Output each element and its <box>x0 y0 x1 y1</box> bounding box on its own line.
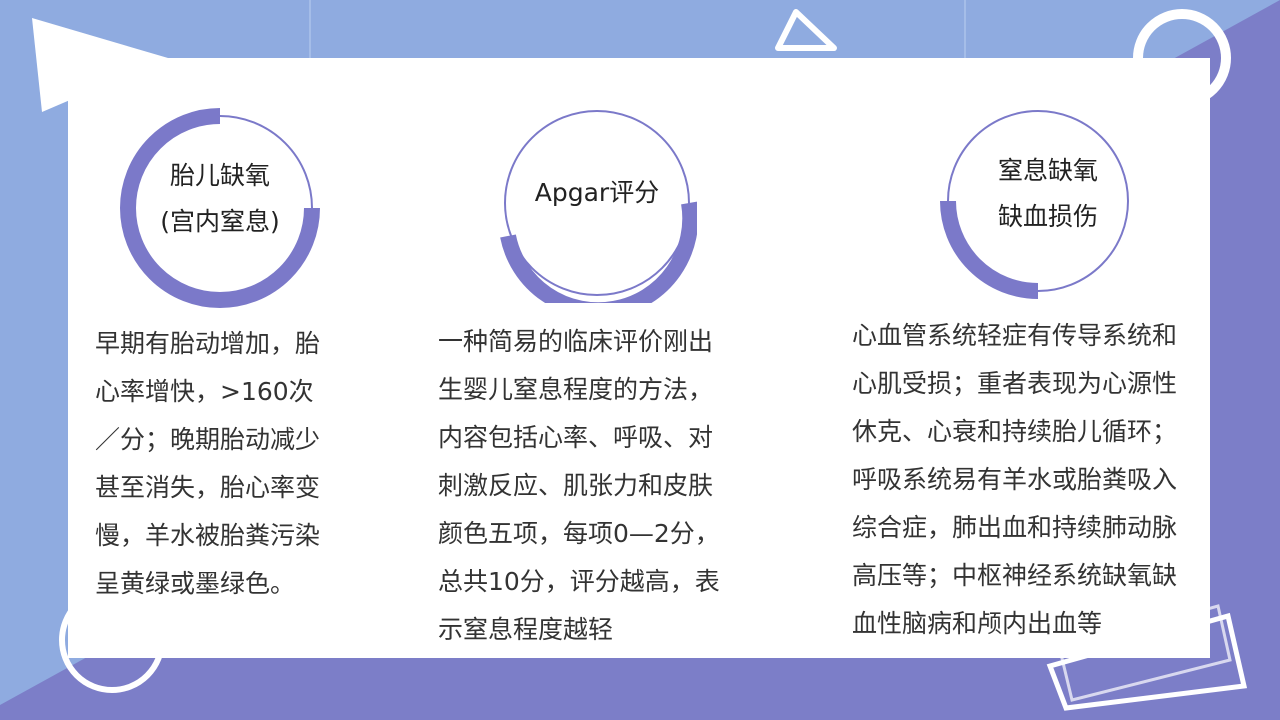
text-line: 呼吸系统易有羊水或胎粪吸入 <box>852 465 1178 494</box>
text-line: 甚至消失，胎心率变 <box>95 473 321 502</box>
triangle-outline-decoration <box>775 9 837 51</box>
ring-chart-1 <box>120 108 320 308</box>
column-1-description: 早期有胎动增加，胎 心率增快，>160次 ／分；晚期胎动减少 甚至消失，胎心率变… <box>95 320 365 608</box>
text-line: 一种简易的临床评价刚出 <box>438 327 714 356</box>
text-line: 心肌受损；重者表现为心源性 <box>852 369 1178 398</box>
text-line: 心血管系统轻症有传导系统和 <box>852 321 1178 350</box>
ring-chart-3 <box>940 110 1129 299</box>
ring-arc <box>500 201 697 303</box>
text-line: 总共10分，评分越高，表 <box>438 567 720 596</box>
ring-title-line: Apgar评分 <box>534 178 660 207</box>
ring-title-1: 胎儿缺氧 (宫内窒息) <box>130 153 310 245</box>
text-line: 早期有胎动增加，胎 <box>95 329 321 358</box>
ring-title-line: (宫内窒息) <box>160 207 280 236</box>
content-card <box>68 58 1210 658</box>
text-line: ／分；晚期胎动减少 <box>95 425 321 454</box>
ring-title-3: 窒息缺氧 缺血损伤 <box>958 148 1138 240</box>
text-line: 颜色五项，每项0—2分， <box>438 519 720 548</box>
text-line: 示窒息程度越轻 <box>438 615 614 644</box>
text-line: 内容包括心率、呼吸、对 <box>438 423 714 452</box>
ring-title-line: 胎儿缺氧 <box>169 161 270 190</box>
ring-chart-2 <box>500 110 697 303</box>
text-line: 呈黄绿或墨绿色。 <box>95 569 296 598</box>
column-3-description: 心血管系统轻症有传导系统和 心肌受损；重者表现为心源性 休克、心衰和持续胎儿循环… <box>852 312 1212 648</box>
ring-title-2: Apgar评分 <box>507 170 687 216</box>
text-line: 高压等；中枢神经系统缺氧缺 <box>852 561 1178 590</box>
text-line: 休克、心衰和持续胎儿循环； <box>852 417 1178 446</box>
text-line: 慢，羊水被胎粪污染 <box>95 521 321 550</box>
text-line: 生婴儿窒息程度的方法， <box>438 375 714 404</box>
text-line: 综合症，肺出血和持续肺动脉 <box>852 513 1178 542</box>
text-line: 心率增快，>160次 <box>95 377 314 406</box>
ring-title-line: 缺血损伤 <box>997 202 1098 231</box>
ring-title-line: 窒息缺氧 <box>997 156 1098 185</box>
column-2-description: 一种简易的临床评价刚出 生婴儿窒息程度的方法， 内容包括心率、呼吸、对 刺激反应… <box>438 318 768 654</box>
text-line: 血性脑病和颅内出血等 <box>852 609 1103 638</box>
text-line: 刺激反应、肌张力和皮肤 <box>438 471 714 500</box>
ring-arc <box>120 108 320 308</box>
ring-arc <box>940 200 1039 299</box>
